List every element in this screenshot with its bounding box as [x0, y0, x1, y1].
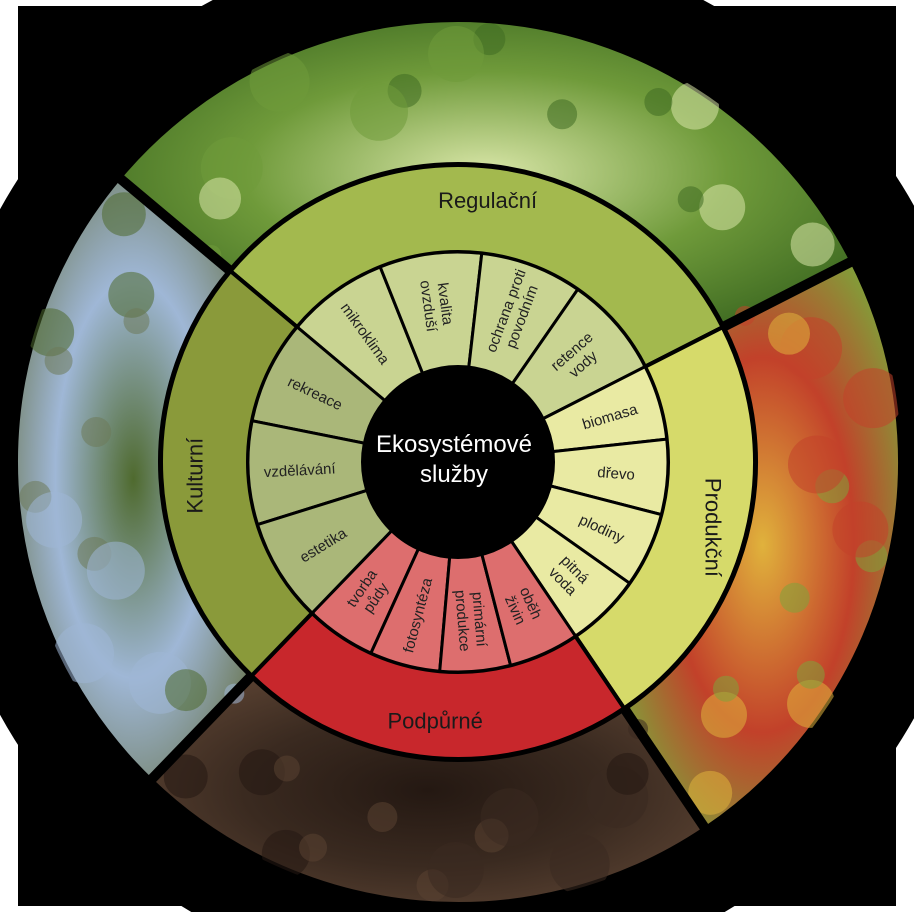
vegetables-photo-texture	[796, 660, 825, 689]
vegetables-photo-texture	[688, 770, 733, 815]
service-label: primárníprodukce	[451, 588, 490, 652]
tree-canopy-photo-texture	[547, 99, 578, 130]
vegetables-photo-texture	[843, 368, 904, 429]
photo-separator	[110, 169, 234, 275]
soil-seedling-photo-texture	[163, 754, 208, 799]
category-label-produkcni: Produkční	[700, 478, 725, 577]
tree-canopy-photo-texture	[790, 222, 835, 267]
mountain-hiker-photo-texture	[123, 308, 150, 335]
mountain-hiker-photo-texture	[26, 491, 83, 548]
soil-seedling-photo-texture	[480, 788, 539, 847]
tree-canopy-photo-texture	[699, 184, 746, 231]
vegetables-photo-texture	[787, 435, 846, 494]
soil-seedling-photo-texture	[273, 755, 300, 782]
soil-seedling-photo-texture	[549, 833, 610, 894]
tree-canopy-photo-texture	[677, 186, 704, 213]
photo-separator	[720, 253, 861, 332]
service-label: dřevo	[597, 464, 636, 484]
photo-separator	[619, 705, 714, 838]
category-label-regulacni: Regulační	[438, 188, 537, 213]
mountain-hiker-photo-texture	[54, 623, 115, 684]
soil-seedling-photo-texture	[238, 749, 285, 796]
mountain-hiker-photo-texture	[81, 417, 112, 448]
center-circle	[361, 365, 555, 559]
photo-separator	[142, 672, 256, 789]
vegetables-photo-texture	[712, 675, 739, 702]
mountain-hiker-photo-texture	[108, 271, 155, 318]
mountain-hiker-photo-texture	[86, 541, 145, 600]
soil-seedling-photo-texture	[427, 841, 484, 898]
mountain-hiker-photo-texture	[164, 669, 207, 712]
tree-canopy-photo-texture	[350, 82, 409, 141]
tree-canopy-photo-texture	[249, 51, 310, 112]
service-label: vzdělávání	[263, 460, 336, 481]
vegetables-photo-texture	[700, 691, 747, 738]
tree-canopy-photo-texture	[428, 26, 485, 83]
tree-canopy-photo-texture	[644, 88, 673, 117]
service-label: kvalitaovzduší	[416, 277, 457, 334]
mountain-hiker-photo-texture	[101, 192, 146, 237]
category-label-podpurne: Podpůrné	[387, 708, 482, 733]
vegetables-photo-texture	[779, 582, 810, 613]
tree-canopy-photo-texture	[199, 177, 242, 220]
soil-seedling-photo-texture	[299, 833, 328, 862]
vegetables-photo-texture	[767, 312, 810, 355]
vegetables-photo-texture	[832, 501, 889, 558]
soil-seedling-photo-texture	[606, 752, 649, 795]
soil-seedling-photo-texture	[367, 802, 398, 833]
category-label-kulturni: Kulturní	[183, 438, 208, 514]
mountain-hiker-photo-texture	[44, 346, 73, 375]
